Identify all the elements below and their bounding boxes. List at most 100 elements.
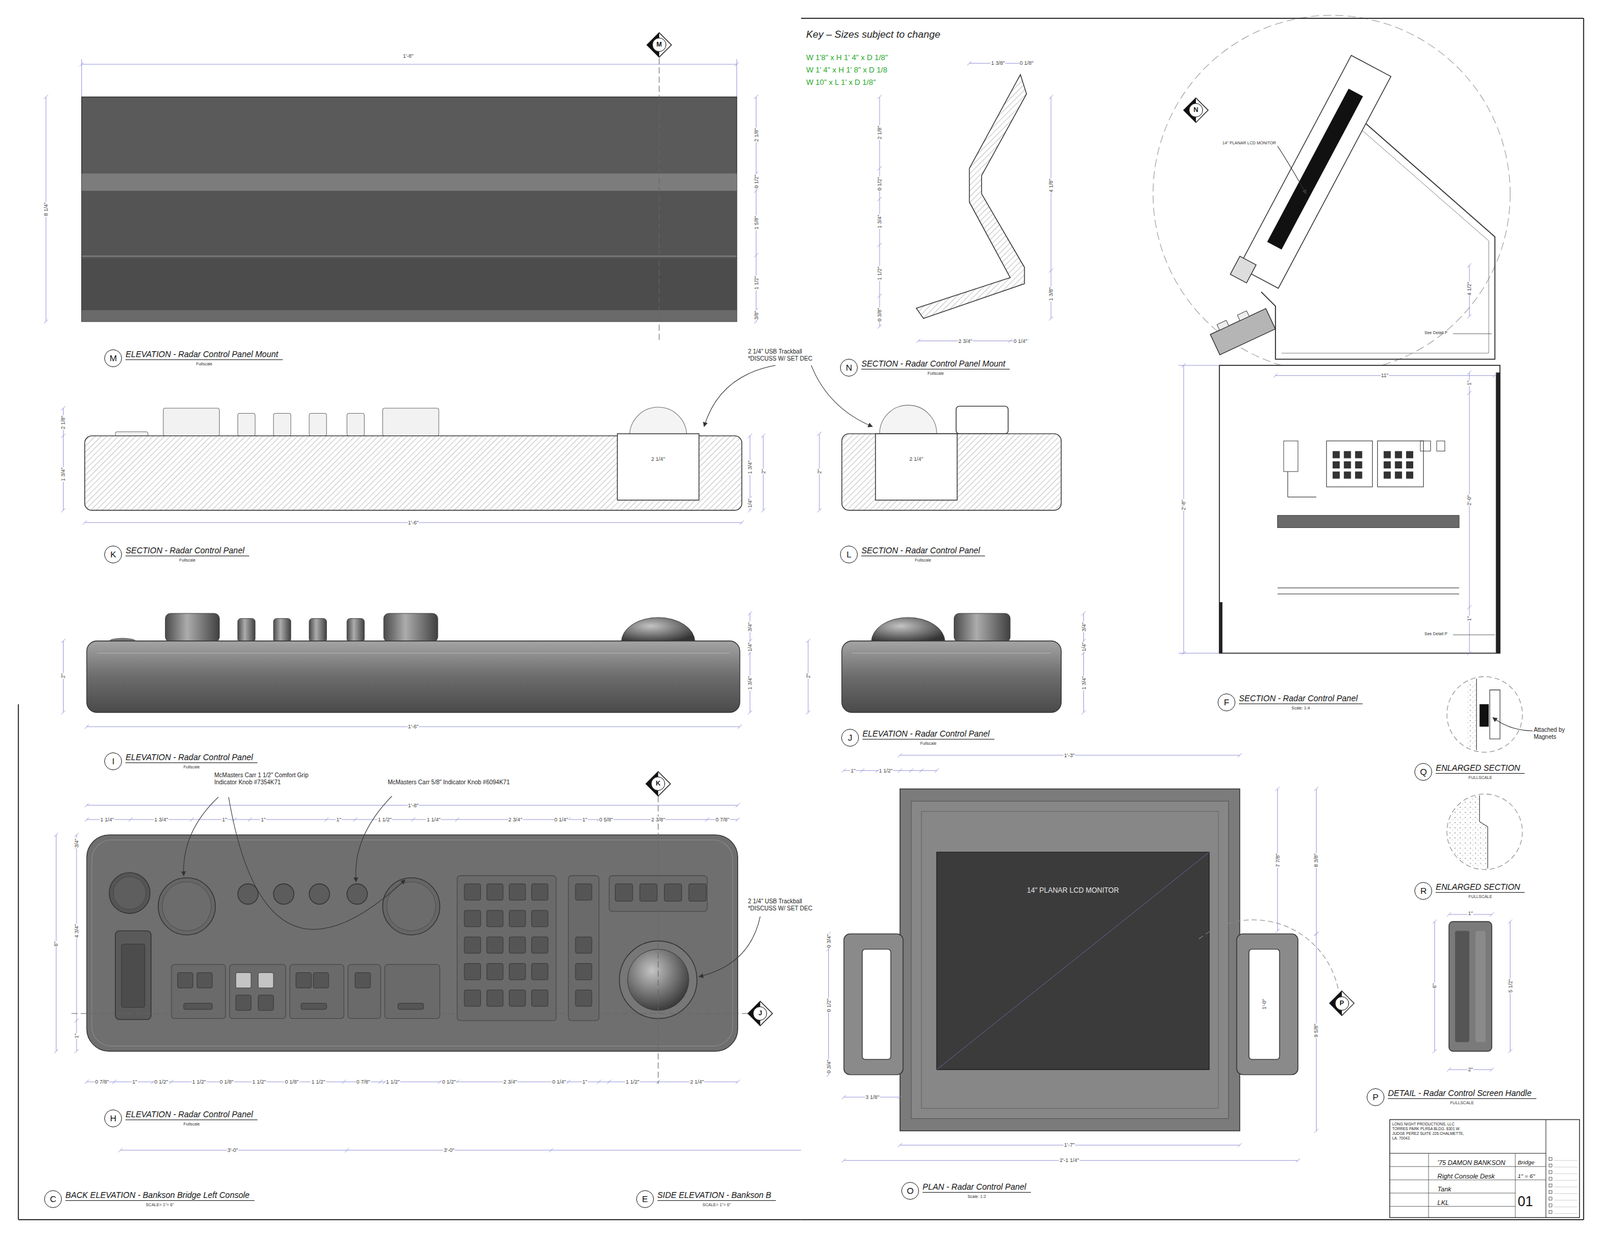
control-panel bbox=[1207, 302, 1276, 355]
monitor-bezel bbox=[921, 811, 1219, 1109]
dimension-tick bbox=[877, 94, 882, 99]
dimension-tick bbox=[352, 817, 357, 822]
dimension: 3'-0" bbox=[443, 1146, 455, 1153]
leader-line bbox=[699, 916, 761, 977]
leader-line bbox=[183, 797, 219, 876]
dimension: 0 1/2" bbox=[876, 176, 883, 191]
key bbox=[575, 989, 593, 1007]
dimension: 1 3/4" bbox=[1081, 675, 1087, 690]
dimension-tick bbox=[84, 802, 89, 808]
monitor-screen bbox=[936, 851, 1209, 1070]
mount-face bbox=[81, 97, 737, 322]
title-block-cell: 1" = 6" bbox=[1515, 1167, 1546, 1180]
key bbox=[258, 972, 274, 988]
desk-key bbox=[1394, 461, 1403, 469]
dimension: 2 3/8" bbox=[650, 816, 666, 823]
dimension-tick bbox=[754, 94, 759, 99]
desk-item bbox=[1287, 496, 1317, 498]
dimension-tick bbox=[805, 638, 811, 643]
dimension: 0 7/8" bbox=[715, 816, 730, 823]
dimension: 0 1/8" bbox=[219, 1078, 234, 1085]
desk-key bbox=[1383, 471, 1391, 479]
key bbox=[464, 936, 481, 954]
checkbox bbox=[1548, 1183, 1552, 1187]
dimension-tick bbox=[1049, 316, 1054, 321]
dimension-tick bbox=[1314, 786, 1319, 791]
dimension-tick bbox=[1467, 370, 1472, 375]
knob bbox=[273, 412, 291, 436]
sheet-border bbox=[1582, 18, 1585, 1220]
view-label: IELEVATION - Radar Control PanelFullscal… bbox=[104, 752, 258, 770]
dimension-tick bbox=[1508, 1049, 1513, 1054]
view-label: LSECTION - Radar Control PanelFullscale bbox=[840, 545, 985, 564]
dimension-tick bbox=[54, 832, 59, 837]
checkbox bbox=[1548, 1203, 1552, 1207]
key-group bbox=[384, 964, 441, 1019]
view-title: SECTION - Radar Control Panel bbox=[861, 545, 985, 557]
scale-note: SCALE= 1"= 6" bbox=[145, 1202, 174, 1207]
marker-letter: N bbox=[1188, 103, 1203, 118]
dimension-line bbox=[81, 64, 737, 65]
desk-key bbox=[1406, 451, 1414, 459]
title-block-text: Tank bbox=[1437, 1186, 1512, 1192]
monitor-screen-box: 14" PLANAR LCD MONITOR bbox=[936, 851, 1209, 1070]
dimension: 0 3/8" bbox=[876, 306, 883, 322]
dimension-tick bbox=[1467, 313, 1472, 319]
desk-key bbox=[1343, 461, 1351, 469]
key bbox=[464, 963, 481, 980]
marker-letter: P bbox=[1334, 996, 1350, 1011]
dimension-tick bbox=[1432, 1049, 1437, 1054]
key bbox=[486, 910, 504, 927]
dimension-tick bbox=[411, 817, 416, 822]
key bbox=[508, 883, 526, 901]
dimension: 0 5/8" bbox=[598, 816, 614, 823]
key-group bbox=[171, 964, 226, 1019]
dimension-tick bbox=[748, 710, 753, 715]
checkbox-line bbox=[1554, 1179, 1578, 1181]
dimension-tick bbox=[84, 1079, 89, 1084]
sheet-border bbox=[801, 17, 1584, 19]
key bbox=[235, 994, 251, 1011]
desk-key bbox=[1354, 461, 1363, 469]
dimension: 2 1/8" bbox=[753, 127, 760, 142]
dimension-line bbox=[75, 834, 77, 1051]
key-heading: Key – Sizes subject to change bbox=[805, 28, 941, 41]
dimension: 1'-8" bbox=[407, 802, 420, 809]
handle-grip bbox=[1475, 930, 1486, 1043]
section-marker-label: P bbox=[1334, 996, 1350, 1011]
dimension: 1'-6" bbox=[407, 723, 420, 730]
dimension: 11" bbox=[1380, 372, 1390, 379]
trackball-cutout bbox=[617, 433, 700, 501]
checkbox-line bbox=[1554, 1166, 1578, 1168]
scale-note: FULLSCALE bbox=[1468, 894, 1493, 899]
note: 14" PLANAR LCD MONITOR bbox=[1222, 140, 1276, 146]
sheet-border bbox=[18, 1218, 801, 1221]
dimension: 1 1/2" bbox=[191, 1078, 207, 1085]
dimension-tick bbox=[1489, 1067, 1494, 1072]
title-block: LONG NIGHT PRODUCTIONS, LLC TORRES PARK … bbox=[1389, 1119, 1580, 1218]
key bbox=[464, 910, 481, 927]
dimension: 0 1/2" bbox=[753, 174, 760, 190]
dimension-tick bbox=[54, 1049, 59, 1054]
checkbox-line bbox=[1554, 1199, 1578, 1200]
dimension: 4 1/2" bbox=[1466, 281, 1473, 297]
dimension-line bbox=[86, 1081, 738, 1082]
title-block-line bbox=[1427, 1152, 1429, 1218]
dimension: 0 1/8" bbox=[1019, 60, 1034, 66]
panel-section bbox=[841, 433, 1061, 511]
monitor-bracket bbox=[1230, 256, 1256, 283]
dimension-tick bbox=[897, 752, 902, 757]
key-size: W 10" x L 1' x D 1/8" bbox=[805, 77, 876, 87]
knob bbox=[954, 613, 1011, 642]
view-letter: J bbox=[841, 728, 859, 747]
view-letter: R bbox=[1414, 881, 1433, 900]
mount-band bbox=[81, 258, 737, 310]
dimension: 1 3/4" bbox=[153, 816, 169, 823]
dimension-line bbox=[1469, 372, 1470, 653]
key bbox=[531, 936, 548, 954]
dimension: 4 3/4" bbox=[73, 923, 80, 938]
dimension-tick bbox=[754, 188, 759, 193]
dimension-tick bbox=[112, 1079, 117, 1084]
desk-wall bbox=[1495, 372, 1500, 653]
